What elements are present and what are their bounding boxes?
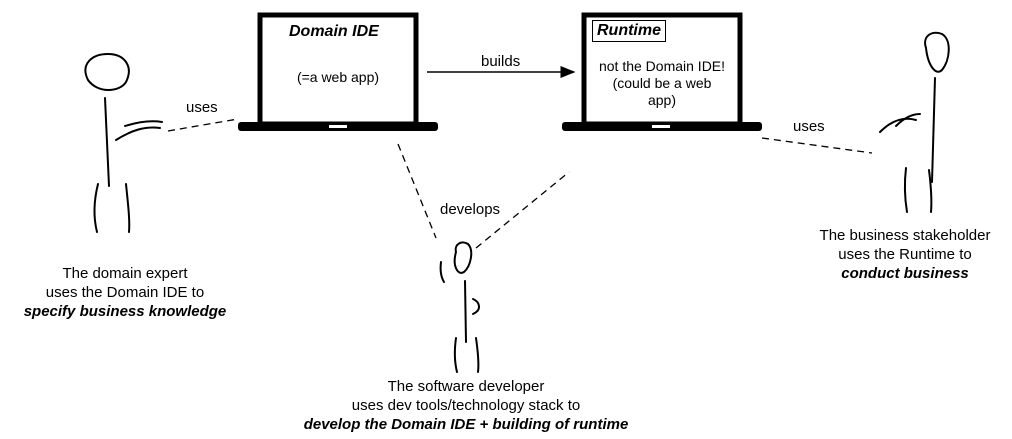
business-stakeholder-figure (879, 31, 950, 213)
runtime-text: not the Domain IDE! (could be a web app) (592, 58, 732, 109)
caption-line: The business stakeholder (819, 227, 991, 244)
runtime-text-line: not the Domain IDE! (598, 58, 726, 74)
laptop-runtime-trackpad (652, 125, 670, 128)
software-developer-figure (439, 241, 480, 373)
caption-line: The software developer (387, 378, 545, 395)
domain-ide-text: (=a web app) (296, 69, 380, 85)
uses-label-right: uses (793, 118, 825, 135)
caption-line: uses dev tools/technology stack to (351, 397, 581, 414)
uses-label-left: uses (186, 99, 218, 116)
caption-emphasis: conduct business (841, 265, 969, 282)
laptop-domain-ide (238, 12, 438, 131)
caption-emphasis: specify business knowledge (23, 303, 227, 320)
builds-label: builds (481, 53, 521, 70)
uses-connector-left (167, 118, 239, 132)
domain-expert-caption: The domain expert uses the Domain IDE to… (0, 264, 250, 321)
developer-caption: The software developer uses dev tools/te… (236, 377, 696, 434)
caption-line: uses the Domain IDE to (45, 284, 205, 301)
caption-line: uses the Runtime to (838, 246, 972, 263)
laptop-ide-trackpad (329, 125, 347, 128)
develops-connector-runtime (475, 171, 570, 249)
uses-connector-right (761, 137, 873, 154)
domain-expert-figure (84, 52, 163, 233)
runtime-text-line: app) (647, 92, 677, 108)
domain-ide-title: Domain IDE (289, 23, 379, 40)
develops-label: develops (440, 201, 501, 218)
runtime-title: Runtime (592, 20, 666, 42)
stakeholder-caption: The business stakeholder uses the Runtim… (800, 226, 1010, 283)
caption-emphasis: develop the Domain IDE + building of run… (303, 416, 629, 433)
develops-connector-ide (397, 143, 437, 239)
runtime-text-line: (could be a web (612, 75, 712, 91)
caption-line: The domain expert (62, 265, 188, 282)
